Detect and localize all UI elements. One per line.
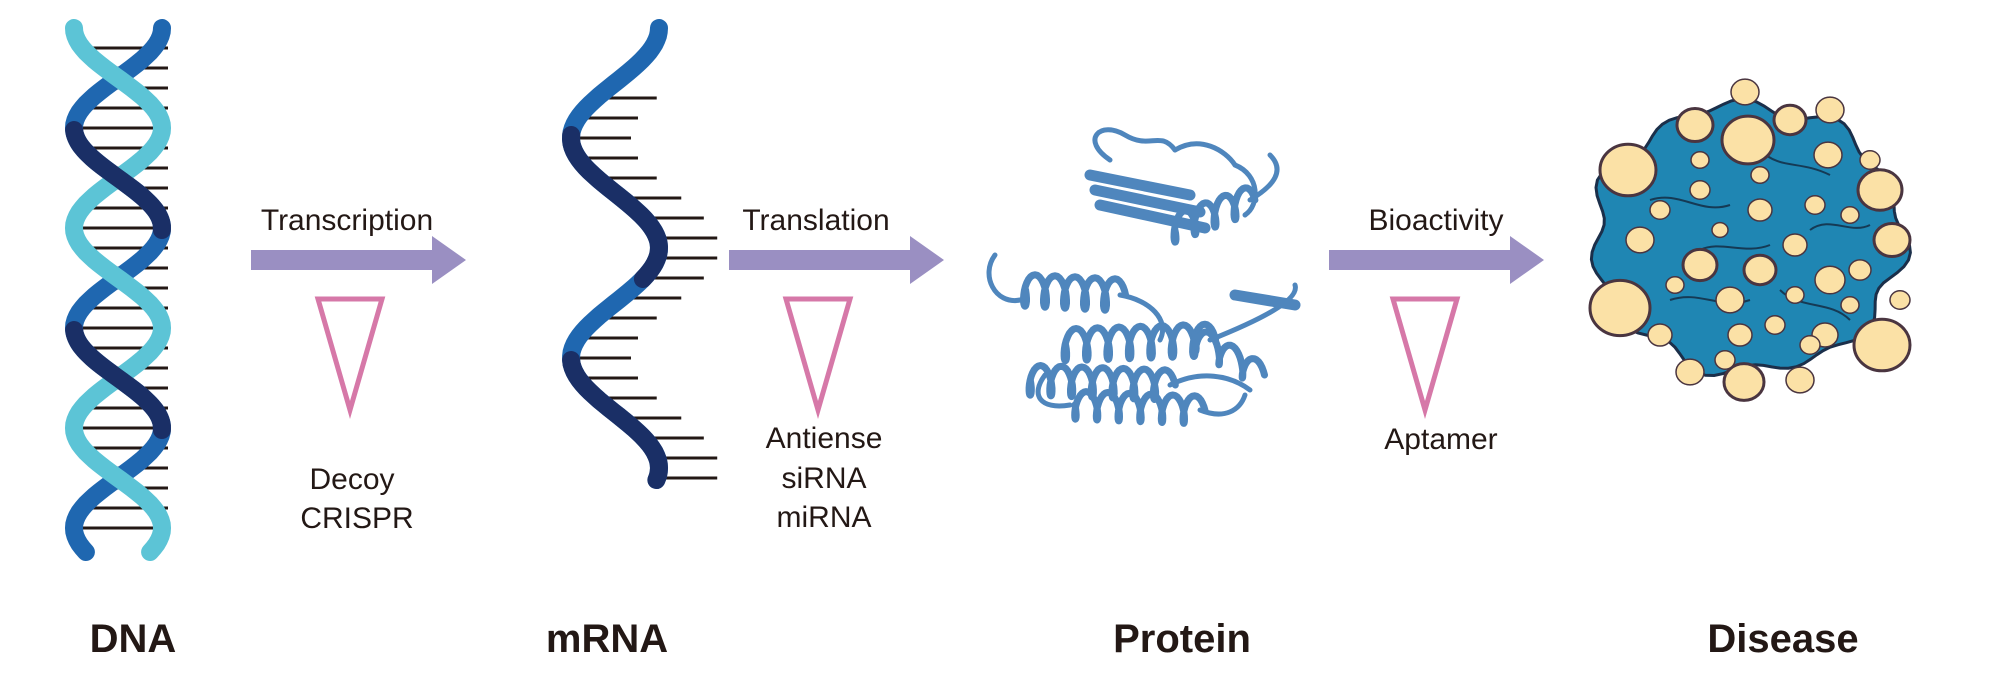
bioactivity-label: Bioactivity: [1368, 204, 1503, 237]
dna-double-helix-icon: [64, 19, 172, 561]
diseased-cell-icon: [1588, 78, 1912, 402]
inhibitor-mirna: miRNA: [777, 501, 872, 534]
inhibitor-decoy: Decoy: [309, 463, 394, 496]
protein-ribbon-structure-icon: [986, 127, 1301, 427]
inhibitor-crispr: CRISPR: [300, 502, 413, 535]
stage-label-mrna: mRNA: [546, 617, 668, 661]
inhibitor-antisense: Antiense: [766, 422, 883, 455]
inhibitor-sirna: siRNA: [781, 462, 866, 495]
transcription-arrow: [251, 236, 466, 284]
transcription-label: Transcription: [261, 204, 433, 237]
stage-label-protein: Protein: [1113, 617, 1251, 661]
translation-arrow: [729, 236, 944, 284]
mrna-single-strand-icon: [561, 19, 718, 489]
bioactivity-arrow: [1329, 236, 1544, 284]
translation-label: Translation: [742, 204, 889, 237]
stage-label-disease: Disease: [1707, 617, 1858, 661]
stage-label-dna: DNA: [90, 617, 177, 661]
bioactivity-inhibitor-triangle: [1389, 296, 1461, 420]
translation-inhibitor-triangle: [782, 296, 854, 420]
transcription-inhibitor-triangle: [314, 296, 386, 420]
inhibitor-aptamer: Aptamer: [1384, 423, 1497, 456]
